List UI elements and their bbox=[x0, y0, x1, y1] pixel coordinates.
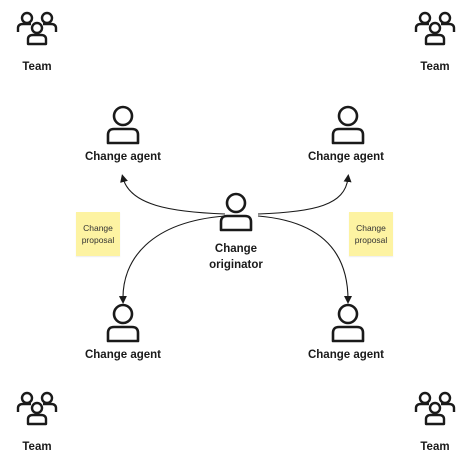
team-label-bottom-left: Team bbox=[22, 441, 52, 453]
connector-to-top-left-agent bbox=[120, 174, 226, 215]
team-label-bottom-right: Team bbox=[420, 441, 450, 453]
agent-label-top-left: Change agent bbox=[84, 151, 162, 163]
sticky-note-right-text: Change proposal bbox=[354, 223, 388, 245]
team-label-top-left: Team bbox=[22, 61, 52, 73]
person-icon-top-left-agent bbox=[106, 105, 140, 145]
team-label-top-right: Team bbox=[420, 61, 450, 73]
connector-to-bottom-left-agent bbox=[118, 215, 226, 304]
team-icon-top-right bbox=[414, 11, 456, 46]
agent-label-bottom-right: Change agent bbox=[307, 349, 385, 361]
sticky-note-left-text: Change proposal bbox=[81, 223, 115, 245]
person-icon-bottom-right-agent bbox=[331, 303, 365, 343]
sticky-note-right: Change proposal bbox=[349, 212, 393, 256]
person-icon-bottom-left-agent bbox=[106, 303, 140, 343]
sticky-note-left: Change proposal bbox=[76, 212, 120, 256]
agent-label-top-right: Change agent bbox=[307, 151, 385, 163]
originator-label: Change originator bbox=[209, 243, 263, 271]
team-icon-bottom-right bbox=[414, 391, 456, 426]
team-icon-top-left bbox=[16, 11, 58, 46]
connector-to-bottom-right-agent bbox=[257, 215, 352, 304]
connector-to-top-right-agent bbox=[257, 174, 352, 215]
person-icon-top-right-agent bbox=[331, 105, 365, 145]
team-icon-bottom-left bbox=[16, 391, 58, 426]
agent-label-bottom-left: Change agent bbox=[84, 349, 162, 361]
person-icon-originator bbox=[219, 192, 253, 232]
